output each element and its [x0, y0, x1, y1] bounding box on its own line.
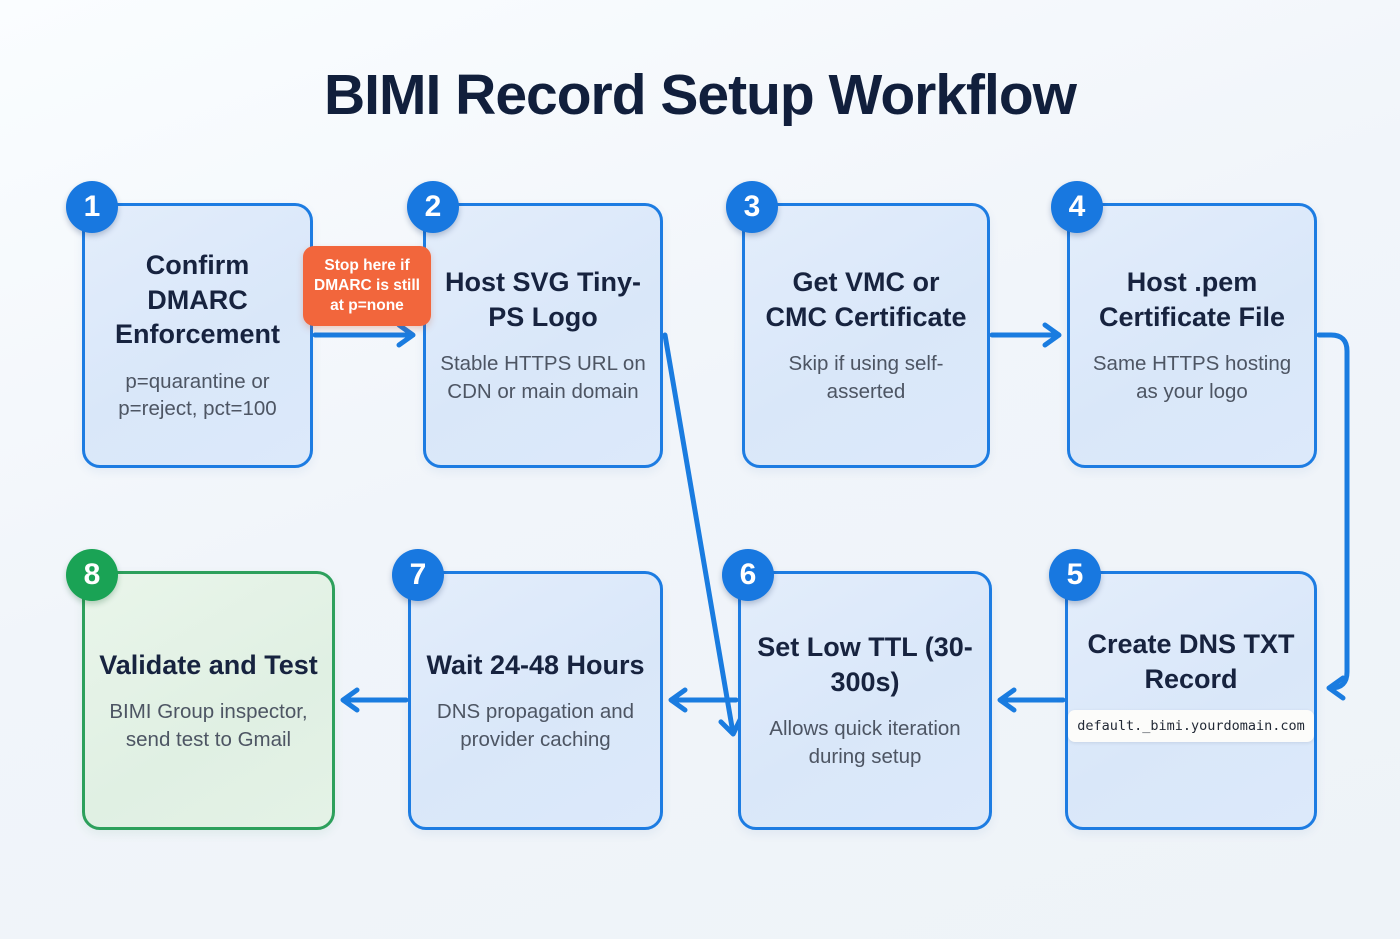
- dns-record-code-chip: default._bimi.yourdomain.com: [1068, 710, 1314, 743]
- step-subtitle: p=quarantine or p=reject, pct=100: [118, 369, 277, 421]
- step-number-badge: 3: [726, 181, 778, 233]
- step-title: Set Low TTL (30-300s): [757, 632, 973, 697]
- step-subtitle: Stable HTTPS URL on CDN or main domain: [440, 352, 646, 404]
- step-title: Host .pem Certificate File: [1098, 267, 1286, 332]
- step-box-1: 1 Confirm DMARC Enforcement p=quarantine…: [66, 181, 313, 468]
- step-subtitle: DNS propagation and provider caching: [436, 700, 635, 751]
- step-title: Get VMC or CMC Certificate: [765, 267, 967, 332]
- step-title: Host SVG Tiny-PS Logo: [444, 267, 642, 332]
- step-title: Validate and Test: [99, 649, 318, 680]
- step-number-badge: 5: [1049, 549, 1101, 601]
- step-box-3: 3 Get VMC or CMC Certificate Skip if usi…: [726, 181, 990, 468]
- step-box-4: 4 Host .pem Certificate File Same HTTPS …: [1051, 181, 1317, 468]
- step-box-7: 7 Wait 24-48 Hours DNS propagation and p…: [392, 549, 663, 830]
- step-subtitle: Same HTTPS hosting as your logo: [1092, 352, 1292, 404]
- step-number-badge: 1: [66, 181, 118, 233]
- step-title: Wait 24-48 Hours: [426, 649, 645, 680]
- step-box-2: 2 Host SVG Tiny-PS Logo Stable HTTPS URL…: [407, 181, 663, 468]
- step-number-badge: 7: [392, 549, 444, 601]
- step-subtitle: Skip if using self-asserted: [788, 352, 944, 404]
- arrow-step2-to-step3: [662, 332, 744, 737]
- page-title: BIMI Record Setup Workflow: [324, 63, 1077, 127]
- arrow-step4-to-step5: [1316, 332, 1350, 701]
- step-title: Create DNS TXT Record: [1087, 628, 1295, 694]
- step-number-badge: 2: [407, 181, 459, 233]
- step-number-badge: 6: [722, 549, 774, 601]
- step-number-badge: 8: [66, 549, 118, 601]
- stop-warning-badge: Stop here if DMARC is still at p=none: [303, 246, 431, 327]
- step-number-badge: 4: [1051, 181, 1103, 233]
- step-title: Confirm DMARC Enforcement: [114, 250, 281, 350]
- step-subtitle: BIMI Group inspector, send test to Gmail: [109, 700, 308, 751]
- step-box-8: 8 Validate and Test BIMI Group inspector…: [66, 549, 335, 830]
- step-box-5: 5 Create DNS TXT Record default._bimi.yo…: [1049, 549, 1317, 830]
- step-box-6: 6 Set Low TTL (30-300s) Allows quick ite…: [722, 549, 992, 830]
- step-subtitle: Allows quick iteration during setup: [769, 717, 961, 769]
